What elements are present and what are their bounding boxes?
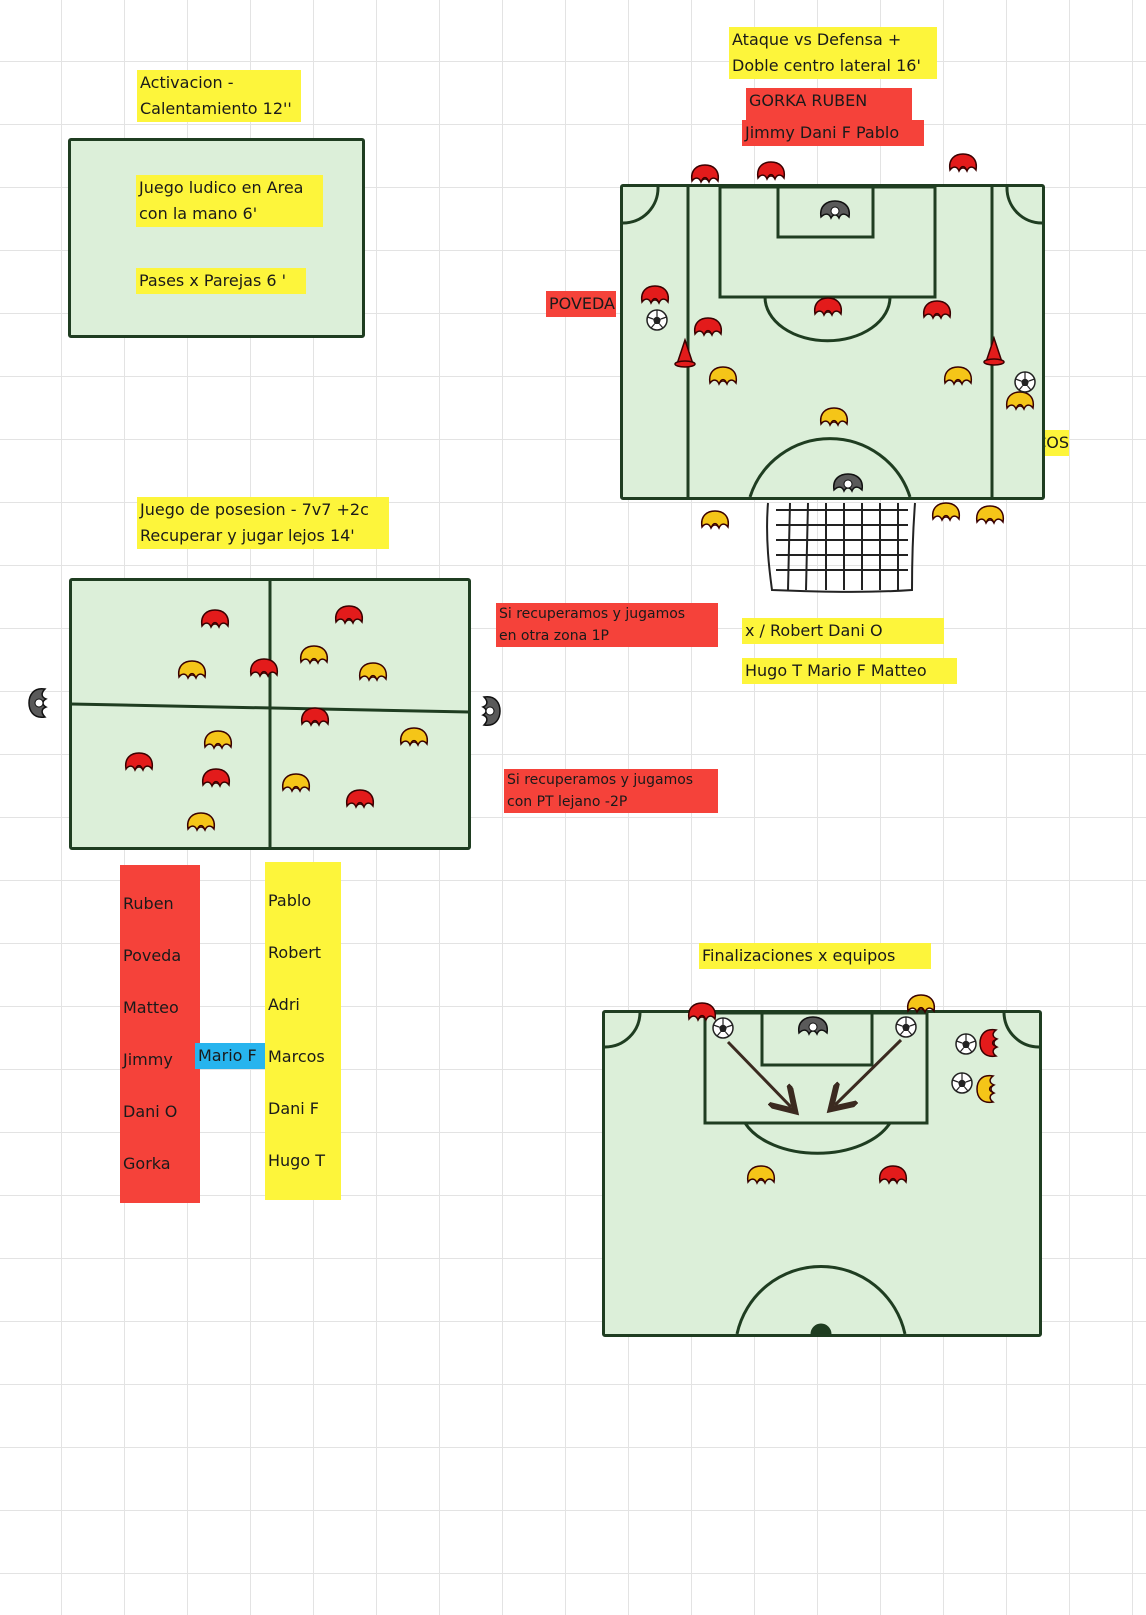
activation-game2: Pases x Parejas 6 ' <box>136 268 306 294</box>
attack-defense-lines <box>622 185 1043 498</box>
player-marker-icon <box>746 1165 776 1184</box>
player-marker-icon <box>700 510 730 529</box>
team-yellow-player: Hugo T <box>268 1151 325 1170</box>
finishing-lines <box>604 1011 1040 1335</box>
possession-rule2: Si recuperamos y jugamos con PT lejano -… <box>504 769 718 813</box>
team-yellow-player: Adri <box>268 995 300 1014</box>
goalkeeper-icon <box>28 687 47 719</box>
goalkeeper-icon <box>797 1016 829 1035</box>
cone-icon <box>674 339 696 368</box>
team-red-player: Dani O <box>123 1102 178 1121</box>
attack-defense-label-left: POVEDA <box>546 291 616 317</box>
goalkeeper-icon <box>482 695 501 727</box>
possession-yellow-players <box>177 645 429 831</box>
player-marker-icon <box>1005 391 1035 410</box>
ball-icon <box>951 1072 973 1094</box>
activation-game1: Juego ludico en Area con la mano 6' <box>136 175 323 227</box>
player-marker-icon <box>299 645 329 664</box>
cone-icon <box>983 337 1005 366</box>
team-yellow-player: Robert <box>268 943 322 962</box>
player-marker-icon <box>976 1074 995 1104</box>
possession-rule1: Si recuperamos y jugamos en otra zona 1P <box>496 603 718 647</box>
attack-defense-title: Ataque vs Defensa + Doble centro lateral… <box>729 27 937 79</box>
player-marker-icon <box>922 300 952 319</box>
team-yellow-player: Pablo <box>268 891 312 910</box>
extra-player: Mario F <box>195 1043 265 1069</box>
team-yellow-list: Pablo Robert Adri Marcos Dani F Hugo T <box>265 862 341 1200</box>
player-marker-icon <box>200 609 230 628</box>
attack-defense-red-line2: Jimmy Dani F Pablo <box>742 120 924 146</box>
player-marker-icon <box>687 1002 717 1021</box>
player-marker-icon <box>334 605 364 624</box>
player-marker-icon <box>124 752 154 771</box>
arrow-icon <box>726 1040 791 1107</box>
player-marker-icon <box>640 285 670 304</box>
goal-net-icon <box>766 502 916 593</box>
team-yellow-player: Dani F <box>268 1099 319 1118</box>
possession-lines <box>70 580 470 848</box>
team-red-player: Jimmy <box>123 1050 173 1069</box>
ball-icon <box>712 1017 734 1039</box>
player-marker-icon <box>931 502 961 521</box>
goalkeeper-icon <box>832 473 864 492</box>
team-red-player: Poveda <box>123 946 182 965</box>
ball-icon <box>646 309 668 331</box>
possession-title: Juego de posesion - 7v7 +2c Recuperar y … <box>137 497 389 549</box>
team-red-player: Ruben <box>123 894 174 913</box>
player-marker-icon <box>979 1028 998 1058</box>
player-marker-icon <box>708 366 738 385</box>
player-marker-icon <box>399 727 429 746</box>
player-marker-icon <box>201 768 231 787</box>
finishing-arrows <box>726 1038 903 1107</box>
player-marker-icon <box>249 658 279 677</box>
player-marker-icon <box>943 366 973 385</box>
player-marker-icon <box>813 297 843 316</box>
attack-defense-red-players <box>640 153 978 336</box>
ball-icon <box>895 1016 917 1038</box>
finishing-title: Finalizaciones x equipos <box>699 943 931 969</box>
team-red-player: Matteo <box>123 998 179 1017</box>
player-marker-icon <box>690 164 720 183</box>
player-marker-icon <box>878 1165 908 1184</box>
activation-field <box>68 138 365 338</box>
player-marker-icon <box>203 730 233 749</box>
player-marker-icon <box>756 161 786 180</box>
player-marker-icon <box>906 994 936 1013</box>
player-marker-icon <box>177 660 207 679</box>
goalkeeper-icon <box>819 200 851 219</box>
finishing-red-players <box>687 1002 998 1184</box>
activation-title: Activacion - Calentamiento 12'' <box>137 70 301 122</box>
player-marker-icon <box>186 812 216 831</box>
player-marker-icon <box>345 789 375 808</box>
ball-icon <box>1014 371 1036 393</box>
player-marker-icon <box>948 153 978 172</box>
player-marker-icon <box>693 317 723 336</box>
player-marker-icon <box>975 505 1005 524</box>
player-marker-icon <box>281 773 311 792</box>
player-marker-icon <box>300 707 330 726</box>
team-red-player: Gorka <box>123 1154 171 1173</box>
attack-defense-yellow-line1: x / Robert Dani O <box>742 618 944 644</box>
team-yellow-player: Marcos <box>268 1047 325 1066</box>
player-marker-icon <box>358 662 388 681</box>
team-red-list: Ruben Poveda Matteo Jimmy Dani O Gorka <box>120 865 200 1203</box>
ball-icon <box>955 1033 977 1055</box>
arrow-icon <box>835 1038 903 1105</box>
attack-defense-yellow-line2: Hugo T Mario F Matteo <box>742 658 957 684</box>
player-marker-icon <box>819 407 849 426</box>
